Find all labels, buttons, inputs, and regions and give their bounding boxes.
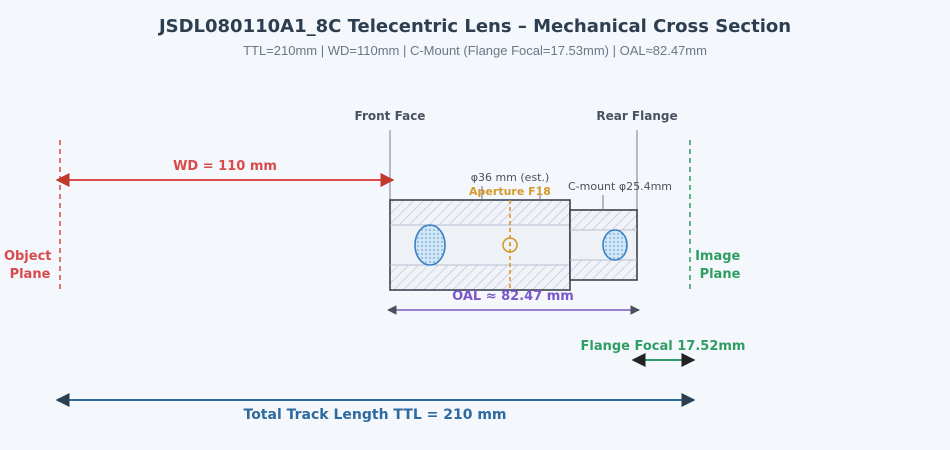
diameter-label: φ36 mm (est.) bbox=[471, 171, 550, 184]
object-plane-label: Object Plane bbox=[4, 249, 56, 282]
cmount-label: C-mount φ25.4mm bbox=[568, 180, 672, 193]
front-face-label: Front Face bbox=[355, 109, 426, 123]
flange-focal-label: Flange Focal 17.52mm bbox=[581, 339, 746, 354]
image-plane-label: Image Plane bbox=[695, 249, 745, 282]
aperture-center-dot bbox=[508, 243, 512, 247]
page-subtitle: TTL=210mm | WD=110mm | C-Mount (Flange F… bbox=[243, 43, 707, 58]
ttl-label: Total Track Length TTL = 210 mm bbox=[244, 407, 507, 423]
oal-label: OAL ≈ 82.47 mm bbox=[452, 289, 574, 304]
aperture-stop-icon bbox=[502, 237, 518, 253]
front-lens-element bbox=[414, 224, 446, 266]
aperture-label: Aperture F18 bbox=[469, 185, 551, 198]
page-title: JSDL080110A1_8C Telecentric Lens – Mecha… bbox=[158, 16, 792, 37]
wd-label: WD = 110 mm bbox=[173, 159, 277, 174]
rear-flange-label: Rear Flange bbox=[596, 109, 677, 123]
rear-lens-element bbox=[602, 229, 628, 261]
